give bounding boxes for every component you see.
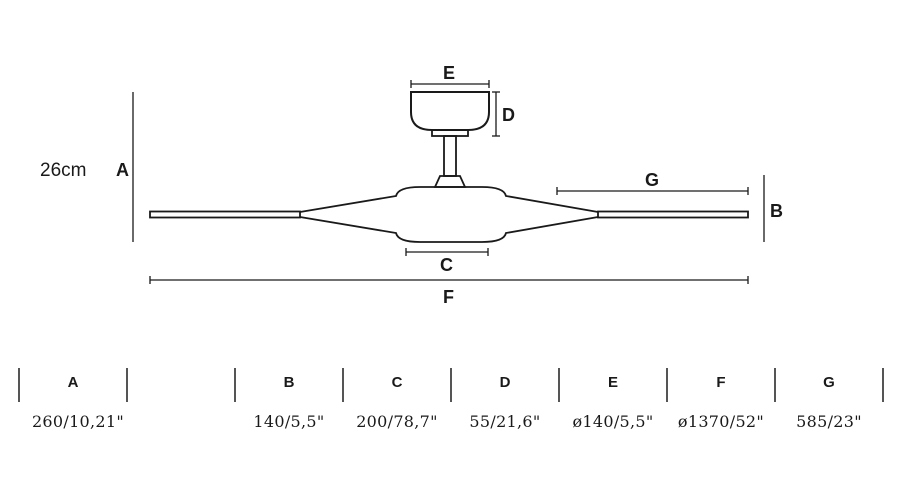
table-divider [774, 368, 776, 402]
table-value-a: 260/10,21" [31, 412, 125, 431]
left-blade [149, 210, 301, 219]
table-header-a: A [67, 374, 79, 391]
dimension-label-d: D [502, 105, 515, 125]
right-blade [597, 210, 749, 219]
dimension-label-a: A [116, 160, 129, 180]
dimension-label-g: G [645, 170, 659, 190]
motor-and-blades-outline [299, 186, 599, 243]
table-divider [342, 368, 344, 402]
canopy-shape [410, 91, 490, 131]
table-value-c: 200/78,7" [356, 412, 438, 431]
table-divider [882, 368, 884, 402]
table-divider [666, 368, 668, 402]
table-header-c: C [391, 374, 403, 391]
table-header-g: G [823, 374, 835, 391]
table-header-f: F [716, 374, 726, 391]
table-divider [450, 368, 452, 402]
fan-dimension-diagram: A 26cm E D G B C F [40, 63, 783, 307]
table-value-b: 140/5,5" [253, 412, 325, 431]
table-header-e: E [607, 374, 618, 391]
downrod-coupler [433, 175, 467, 188]
dimension-label-e: E [443, 63, 455, 83]
table-value-d: 55/21,6" [469, 412, 541, 431]
table-header-d: D [499, 374, 511, 391]
downrod [443, 135, 457, 177]
table-header-b: B [283, 374, 295, 391]
table-divider [234, 368, 236, 402]
table-divider [18, 368, 20, 402]
dimension-spec-table: A B C D E F G 260/10,21" 140/5,5" 200/78… [0, 362, 900, 452]
dimension-label-b: B [770, 201, 783, 221]
height-side-label: 26cm [40, 160, 86, 181]
table-value-g: 585/23" [796, 412, 862, 431]
table-divider [126, 368, 128, 402]
dimension-label-c: C [440, 255, 453, 275]
table-value-f: ø1370/52" [677, 412, 765, 431]
dimension-label-f: F [443, 287, 454, 307]
table-divider [558, 368, 560, 402]
table-value-e: ø140/5,5" [572, 412, 654, 431]
